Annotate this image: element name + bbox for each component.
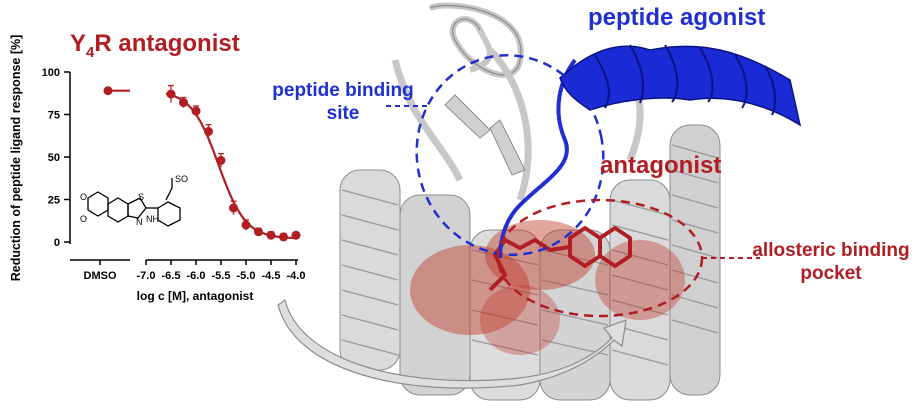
y-tick-label: 25 bbox=[48, 195, 60, 207]
y-tick-label: 50 bbox=[48, 152, 60, 164]
antagonist-label: antagonist bbox=[600, 152, 722, 179]
control-label: DMSO bbox=[84, 270, 117, 282]
x-tick-label: -5.0 bbox=[237, 270, 256, 282]
amide-nh-label: NH bbox=[146, 214, 159, 224]
data-point bbox=[216, 155, 226, 165]
data-point bbox=[279, 232, 288, 242]
data-point bbox=[266, 230, 276, 240]
x-ticks: -7.0 -6.5 -6.0 -5.5 -5.0 -4.5 -4.0 bbox=[99, 260, 306, 282]
dioxane-o1-label: O bbox=[80, 192, 87, 202]
chart-title: Y4R antagonist bbox=[70, 30, 240, 61]
x-tick-label: -4.5 bbox=[262, 270, 281, 282]
x-tick-label: -7.0 bbox=[137, 270, 156, 282]
x-tick-label: -6.0 bbox=[187, 270, 206, 282]
y-tick-label: 100 bbox=[42, 67, 60, 79]
data-point bbox=[241, 220, 251, 230]
data-point bbox=[166, 89, 176, 99]
y-ticks: 0 25 50 75 100 bbox=[42, 67, 70, 249]
x-tick-label: -5.5 bbox=[212, 270, 231, 282]
data-point bbox=[229, 203, 238, 213]
peptide-binding-site-label: peptide binding site bbox=[272, 80, 414, 124]
dioxane-o2-label: O bbox=[80, 214, 87, 224]
y-axis-label: Reduction of peptide ligand response [%] bbox=[9, 35, 23, 282]
data-point bbox=[191, 106, 201, 116]
x-tick-label: -6.5 bbox=[162, 270, 181, 282]
data-point bbox=[254, 227, 263, 237]
y-tick-label: 0 bbox=[54, 237, 60, 249]
allosteric-pocket-label: allosteric binding pocket bbox=[752, 240, 910, 284]
receptor-structure bbox=[277, 2, 802, 401]
data-point bbox=[179, 98, 188, 108]
data-point bbox=[291, 230, 301, 240]
x-tick-label: -4.0 bbox=[287, 270, 306, 282]
thiazole-s-label: S bbox=[138, 192, 144, 202]
data-points bbox=[166, 84, 301, 242]
thiazole-n-label: N bbox=[136, 217, 143, 227]
data-point bbox=[204, 127, 213, 136]
peptide-agonist-label: peptide agonist bbox=[588, 4, 766, 31]
control-point bbox=[103, 86, 113, 96]
sulfonyl-label: SO bbox=[175, 174, 188, 184]
antagonist-structure bbox=[87, 178, 181, 227]
x-axis-label: log c [M], antagonist bbox=[137, 289, 254, 303]
y-tick-label: 75 bbox=[48, 110, 60, 122]
